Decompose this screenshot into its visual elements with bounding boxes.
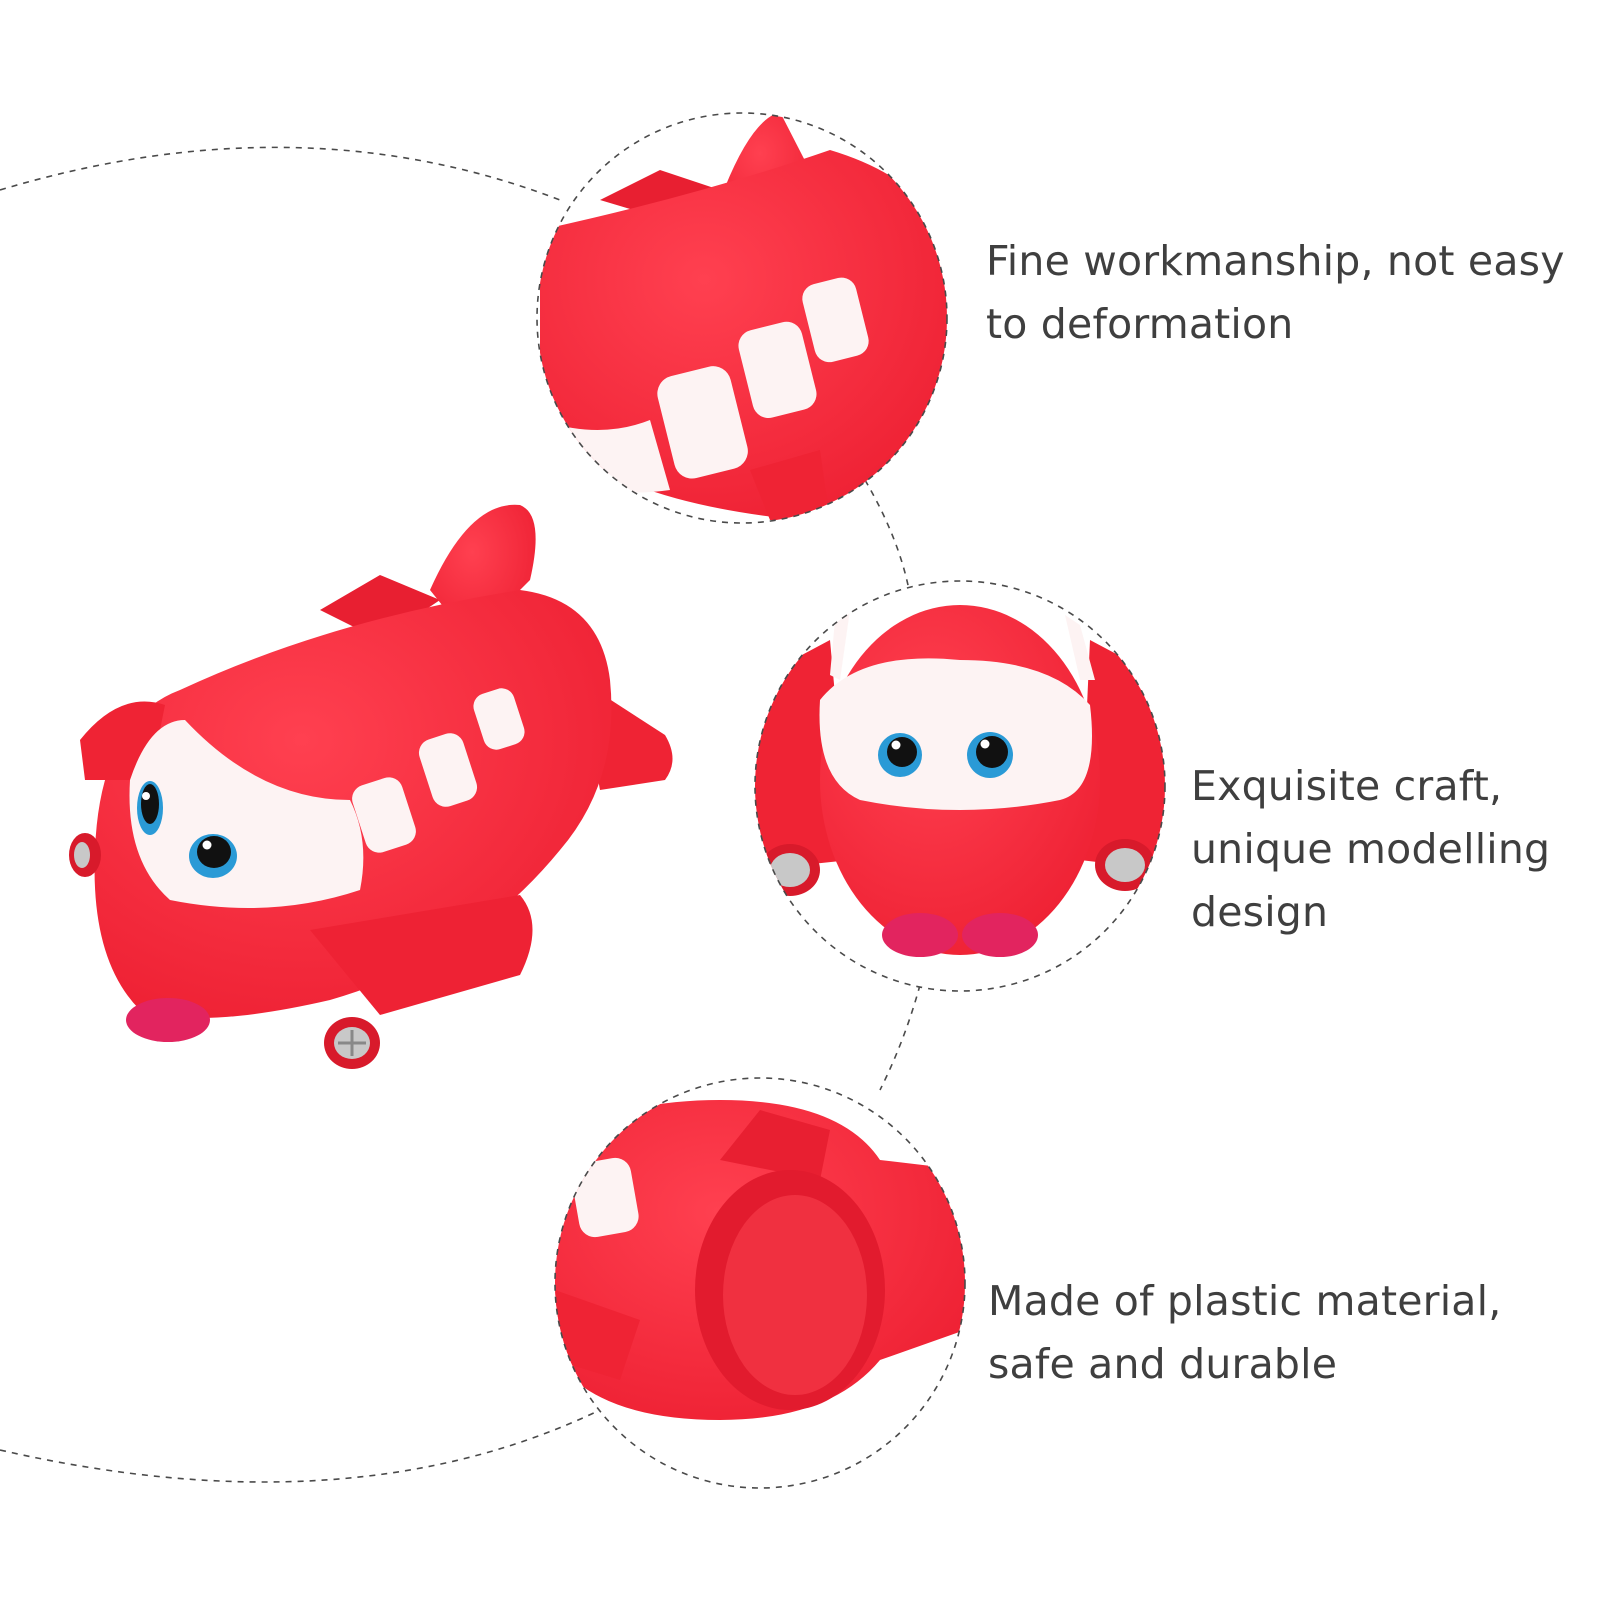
feature-line: Exquisite craft, <box>1191 762 1503 810</box>
feature-line: Made of plastic material, <box>988 1277 1502 1325</box>
detail-circle-face <box>754 580 1166 992</box>
engine-left-icon <box>69 833 101 877</box>
feature-text-workmanship: Fine workmanship, not easy to deformation <box>986 230 1586 356</box>
airplane-toy <box>69 504 673 1069</box>
feature-text-craft: Exquisite craft, unique modelling design <box>1191 755 1591 944</box>
dashed-connector-ring <box>0 146 921 1483</box>
feature-line: design <box>1191 888 1329 936</box>
feature-line: unique modelling <box>1191 825 1551 873</box>
engine-propeller-icon <box>324 1017 380 1069</box>
detail-circle-opening <box>554 1077 966 1489</box>
feature-line: Fine workmanship, not easy <box>986 237 1565 285</box>
detail-circle-windows <box>536 112 948 524</box>
feature-line: to deformation <box>986 300 1294 348</box>
feature-text-material: Made of plastic material, safe and durabl… <box>988 1270 1578 1396</box>
feature-line: safe and durable <box>988 1340 1338 1388</box>
